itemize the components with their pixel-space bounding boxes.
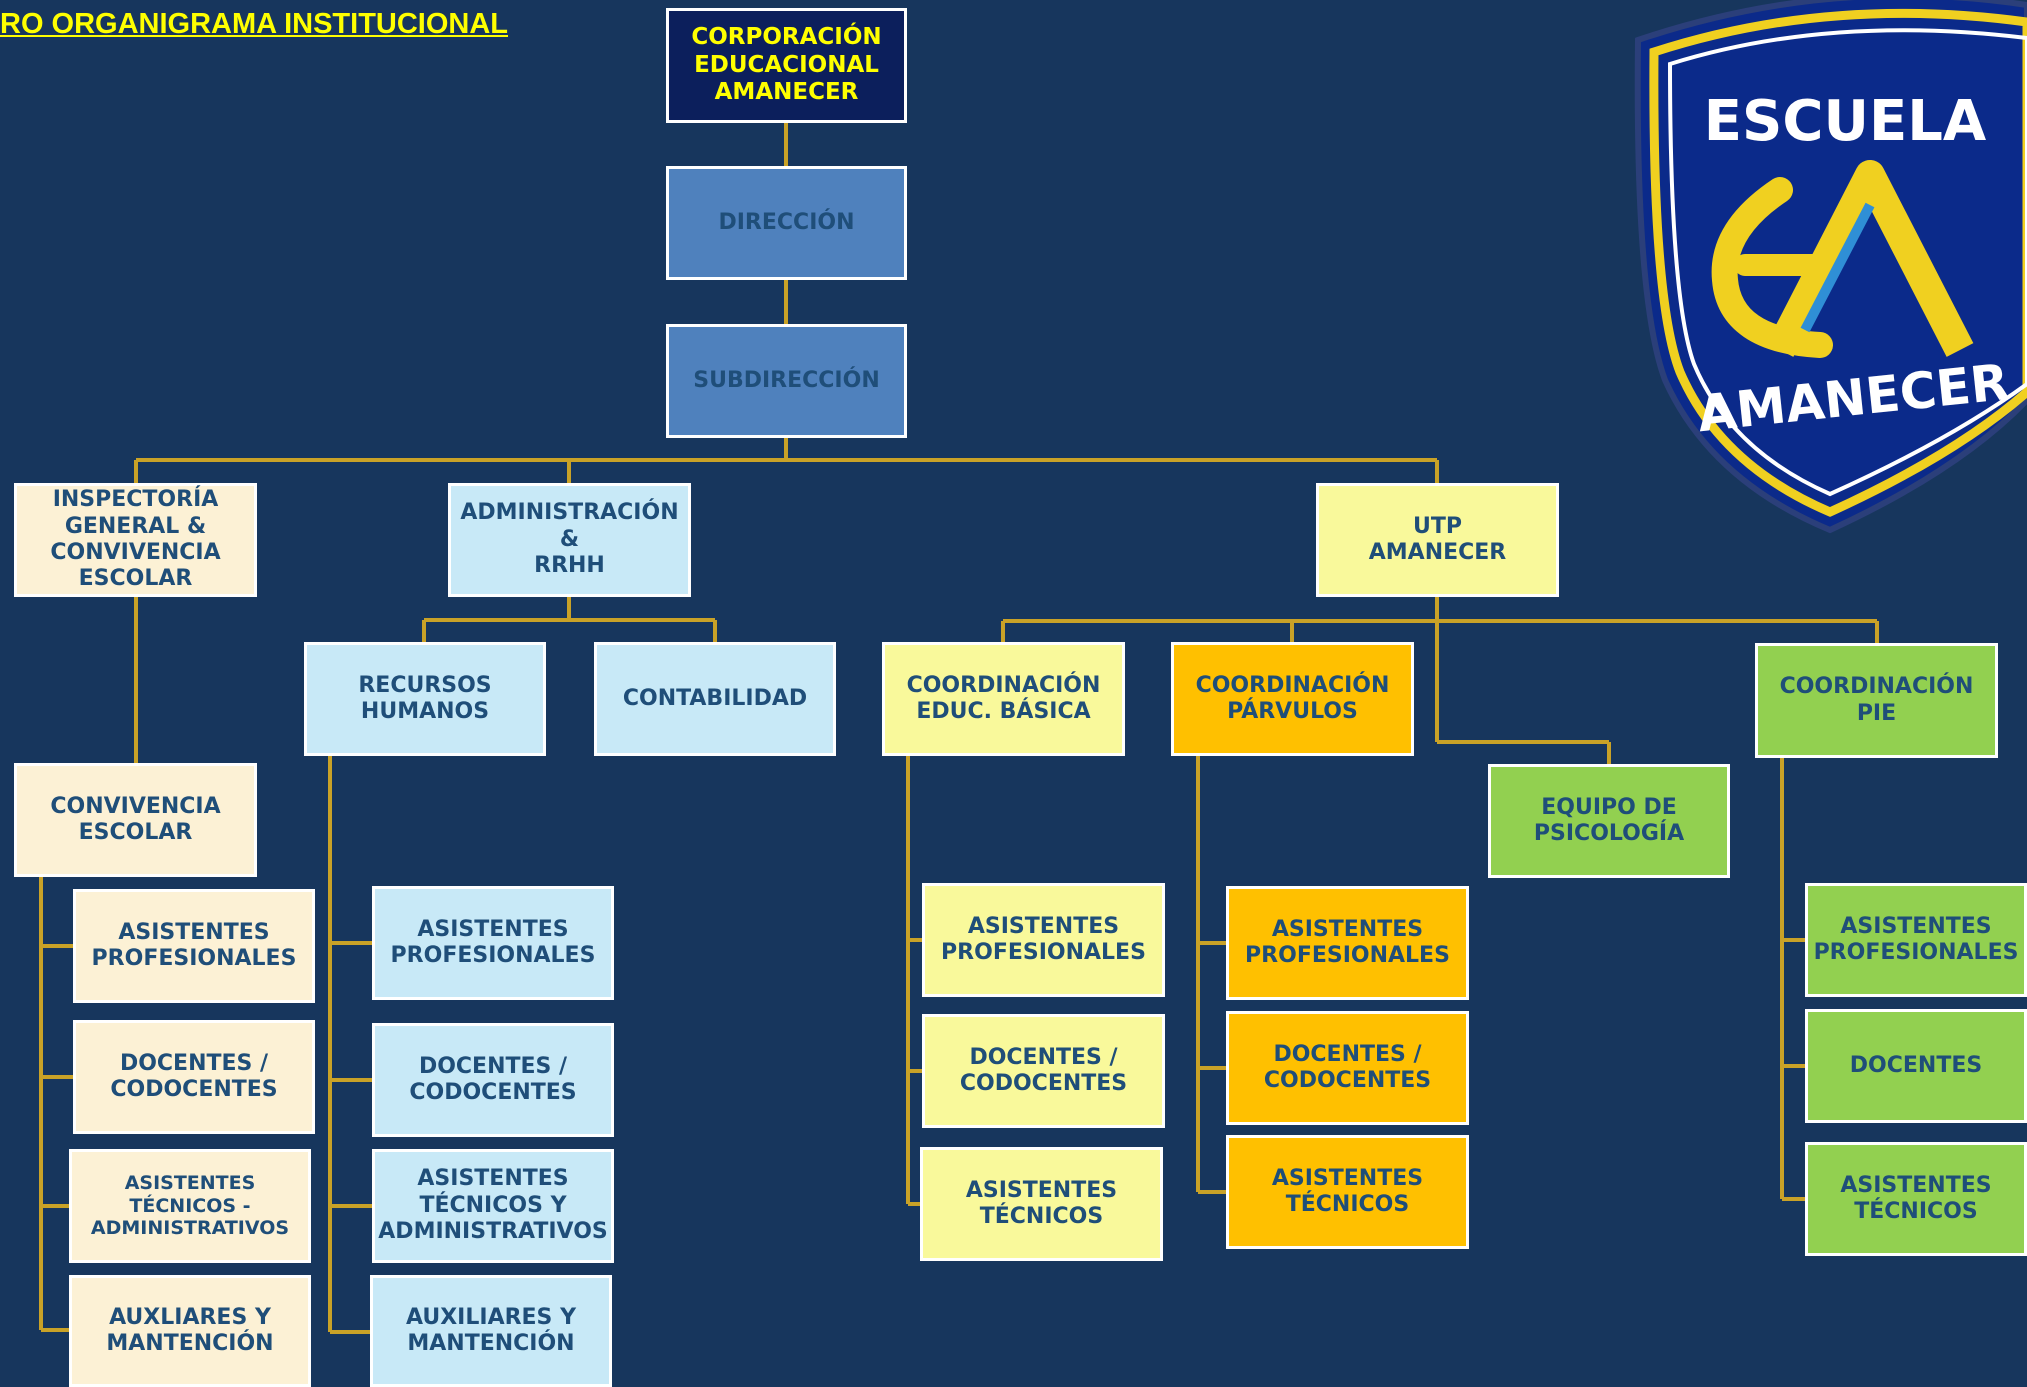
node-parvulos-asistentes-tecnicos[interactable]: ASISTENTES TÉCNICOS — [1226, 1135, 1469, 1249]
node-conv-docentes[interactable]: DOCENTES / CODOCENTES — [73, 1020, 315, 1134]
node-conv-asistentes-profesionales[interactable]: ASISTENTES PROFESIONALES — [73, 889, 315, 1003]
node-parvulos-asistentes-profesionales[interactable]: ASISTENTES PROFESIONALES — [1226, 886, 1469, 1000]
node-rrhh-docentes[interactable]: DOCENTES / CODOCENTES — [372, 1023, 614, 1137]
node-basica-docentes[interactable]: DOCENTES / CODOCENTES — [922, 1014, 1165, 1128]
node-subdireccion[interactable]: SUBDIRECCIÓN — [666, 324, 907, 438]
node-pie-asistentes-profesionales[interactable]: ASISTENTES PROFESIONALES — [1805, 883, 2027, 997]
node-rrhh-asistentes-tecnicos-administrativos[interactable]: ASISTENTES TÉCNICOS Y ADMINISTRATIVOS — [372, 1149, 614, 1263]
node-pie-docentes[interactable]: DOCENTES — [1805, 1009, 2027, 1123]
node-corporacion[interactable]: CORPORACIÓN EDUCACIONAL AMANECER — [666, 8, 907, 123]
node-coord-parvulos[interactable]: COORDINACIÓN PÁRVULOS — [1171, 642, 1414, 756]
node-convivencia[interactable]: CONVIVENCIA ESCOLAR — [14, 763, 257, 877]
node-pie-asistentes-tecnicos[interactable]: ASISTENTES TÉCNICOS — [1805, 1142, 2027, 1256]
page-title: RO ORGANIGRAMA INSTITUCIONAL — [0, 8, 509, 40]
node-direccion[interactable]: DIRECCIÓN — [666, 166, 907, 280]
logo-top-text: ESCUELA — [1704, 89, 1987, 154]
node-parvulos-docentes[interactable]: DOCENTES / CODOCENTES — [1226, 1011, 1469, 1125]
node-conv-asistentes-tecnicos-administrativos[interactable]: ASISTENTES TÉCNICOS - ADMINISTRATIVOS — [69, 1149, 311, 1263]
node-utp[interactable]: UTP AMANECER — [1316, 483, 1559, 597]
node-inspectoria[interactable]: INSPECTORÍA GENERAL & CONVIVENCIA ESCOLA… — [14, 483, 257, 597]
node-rrhh-asistentes-profesionales[interactable]: ASISTENTES PROFESIONALES — [372, 886, 614, 1000]
node-coord-basica[interactable]: COORDINACIÓN EDUC. BÁSICA — [882, 642, 1125, 756]
node-basica-asistentes-tecnicos[interactable]: ASISTENTES TÉCNICOS — [920, 1147, 1163, 1261]
node-contabilidad[interactable]: CONTABILIDAD — [594, 642, 836, 756]
node-rrhh-auxiliares[interactable]: AUXILIARES Y MANTENCIÓN — [370, 1275, 612, 1387]
school-crest-logo: ESCUELA AMANECER — [1634, 0, 2027, 534]
node-coord-pie[interactable]: COORDINACIÓN PIE — [1755, 643, 1998, 758]
node-recursos-humanos[interactable]: RECURSOS HUMANOS — [304, 642, 546, 756]
node-administracion[interactable]: ADMINISTRACIÓN & RRHH — [448, 483, 691, 597]
node-equipo-psicologia[interactable]: EQUIPO DE PSICOLOGÍA — [1488, 764, 1730, 878]
node-basica-asistentes-profesionales[interactable]: ASISTENTES PROFESIONALES — [922, 883, 1165, 997]
node-conv-auxiliares[interactable]: AUXLIARES Y MANTENCIÓN — [69, 1275, 311, 1387]
